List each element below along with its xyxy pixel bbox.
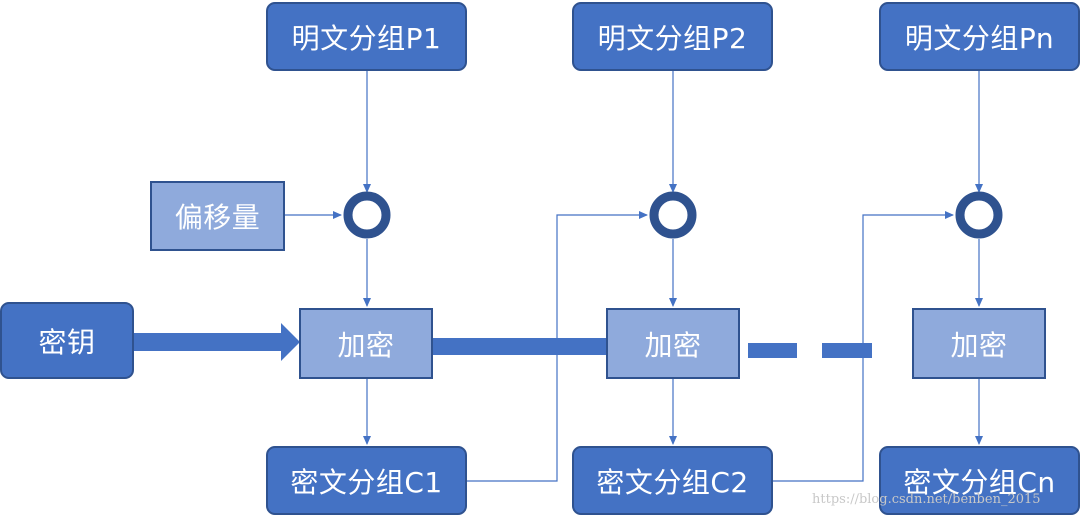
offset-box: 偏移量: [150, 181, 285, 251]
xor-circle-1: [343, 191, 391, 239]
key-bus-dash-2: [822, 343, 872, 358]
encrypt-block-3: 加密: [912, 308, 1046, 379]
plaintext-block-p1: 明文分组P1: [266, 2, 467, 71]
key-bus-1-2: [433, 338, 606, 355]
key-bus-dash-1: [748, 343, 797, 358]
encrypt-block-1: 加密: [299, 308, 433, 379]
ciphertext-block-cn: 密文分组Cn: [879, 446, 1080, 515]
key-block: 密钥: [0, 302, 134, 379]
ciphertext-block-c2: 密文分组C2: [572, 446, 773, 515]
plaintext-block-pn: 明文分组Pn: [879, 2, 1080, 71]
plaintext-block-p2: 明文分组P2: [572, 2, 773, 71]
watermark-text: https://blog.csdn.net/benben_2015: [812, 492, 1041, 507]
xor-circle-3: [955, 191, 1003, 239]
key-thick-arrow: [134, 323, 300, 361]
encrypt-block-2: 加密: [606, 308, 740, 379]
ciphertext-block-c1: 密文分组C1: [266, 446, 467, 515]
xor-circle-2: [649, 191, 697, 239]
